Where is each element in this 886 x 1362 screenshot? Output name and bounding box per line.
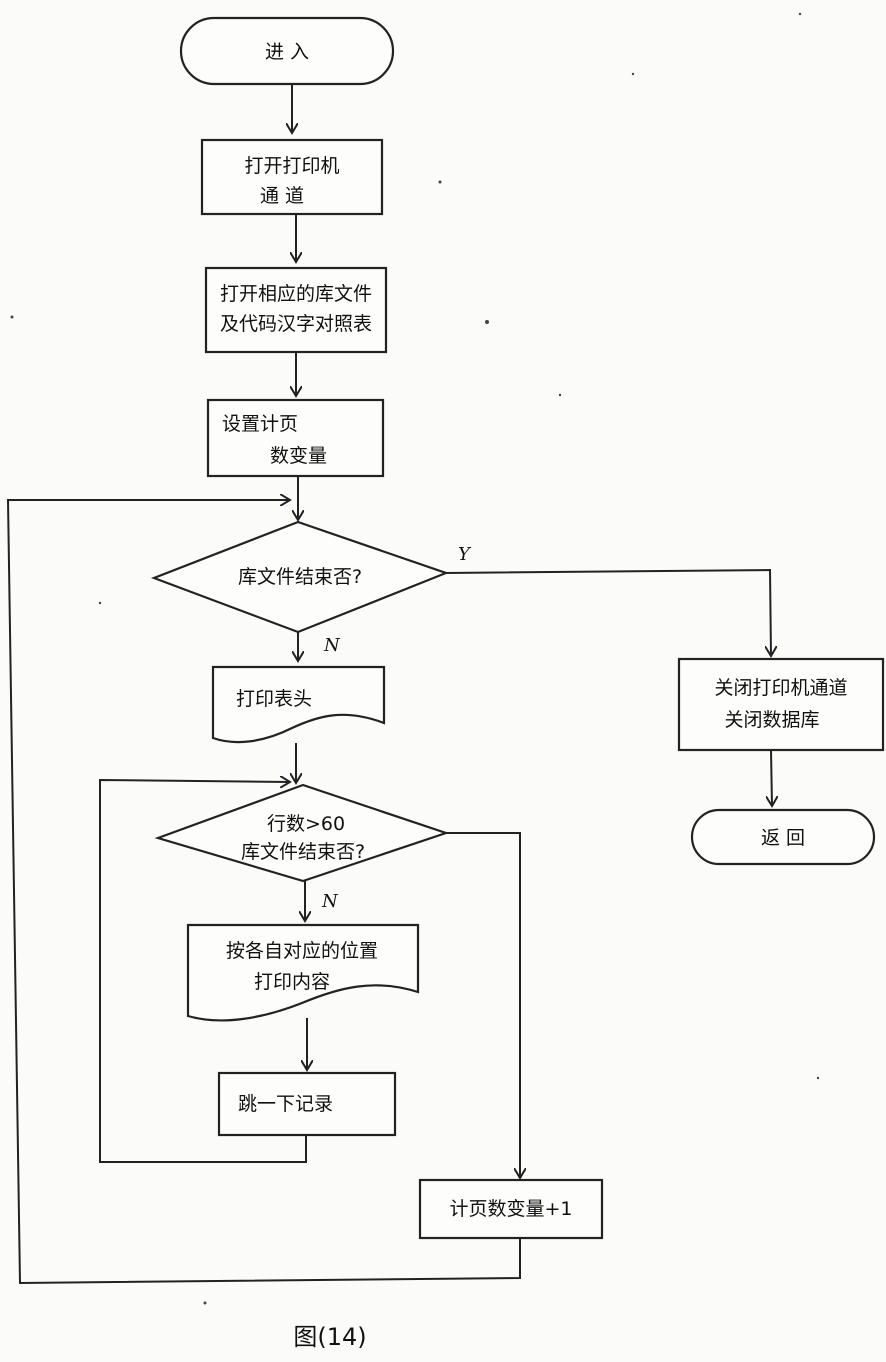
edge-decision-yes-to-close <box>445 568 771 656</box>
node-return-terminal <box>690 808 876 866</box>
open-library-label-line1: 打开相应的库文件 <box>220 283 372 305</box>
close-all-label-line1: 关闭打印机通道 <box>714 677 847 699</box>
node-print-content-document <box>186 923 420 1022</box>
lib-end-decision-1-label: 库文件结束否? <box>238 566 362 588</box>
node-labels: 进 入 打开打印机 通 道 打开相应的库文件 及代码汉字对照表 设置计页 数变量… <box>220 41 848 1220</box>
enter-label: 进 入 <box>265 41 309 63</box>
rows-check-label-line1: 行数>60 <box>267 813 345 835</box>
set-counter-label-line1: 设置计页 <box>222 413 298 435</box>
skip-record-label: 跳一下记录 <box>238 1093 333 1115</box>
edge-rows-yes-to-counter-inc <box>446 832 520 1178</box>
edges <box>6 85 772 1285</box>
page-counter-inc-label: 计页数变量+1 <box>449 1198 572 1220</box>
lib-end-yes-label: Y <box>458 544 472 565</box>
paper-specks <box>10 12 820 1305</box>
lib-end-no-label: N <box>323 635 341 656</box>
edge-outer-loop-return <box>6 500 521 1285</box>
node-set-counter-box <box>206 398 385 478</box>
edge-close-to-return <box>771 749 772 806</box>
open-printer-label-line2: 通 道 <box>260 185 304 207</box>
node-rows-check-decision <box>154 783 450 883</box>
node-close-all-box <box>677 657 885 752</box>
node-enter-terminal <box>179 16 395 86</box>
edge-inner-loop-return <box>99 780 307 1163</box>
rows-check-label-line2: 库文件结束否? <box>241 841 365 863</box>
node-open-library-box <box>204 266 388 354</box>
print-content-label-line2: 打印内容 <box>254 971 330 993</box>
close-all-label-line2: 关闭数据库 <box>724 709 819 731</box>
node-skip-record-box <box>217 1071 397 1137</box>
set-counter-label-line2: 数变量 <box>270 445 327 467</box>
print-header-label: 打印表头 <box>236 688 312 710</box>
node-page-counter-inc-box <box>418 1178 604 1240</box>
rows-no-label: N <box>321 891 339 912</box>
edge-labels: Y N N <box>321 544 472 912</box>
print-content-label-line1: 按各自对应的位置 <box>226 940 378 962</box>
node-open-printer-box <box>200 138 384 216</box>
return-label: 返 回 <box>761 827 805 849</box>
open-library-label-line2: 及代码汉字对照表 <box>220 313 372 335</box>
node-print-header-document <box>211 665 386 744</box>
node-lib-end-decision-1 <box>150 520 450 634</box>
figure-caption: 图(14) <box>293 1323 366 1351</box>
open-printer-label-line1: 打开打印机 <box>244 155 339 177</box>
nodes <box>150 16 885 1240</box>
